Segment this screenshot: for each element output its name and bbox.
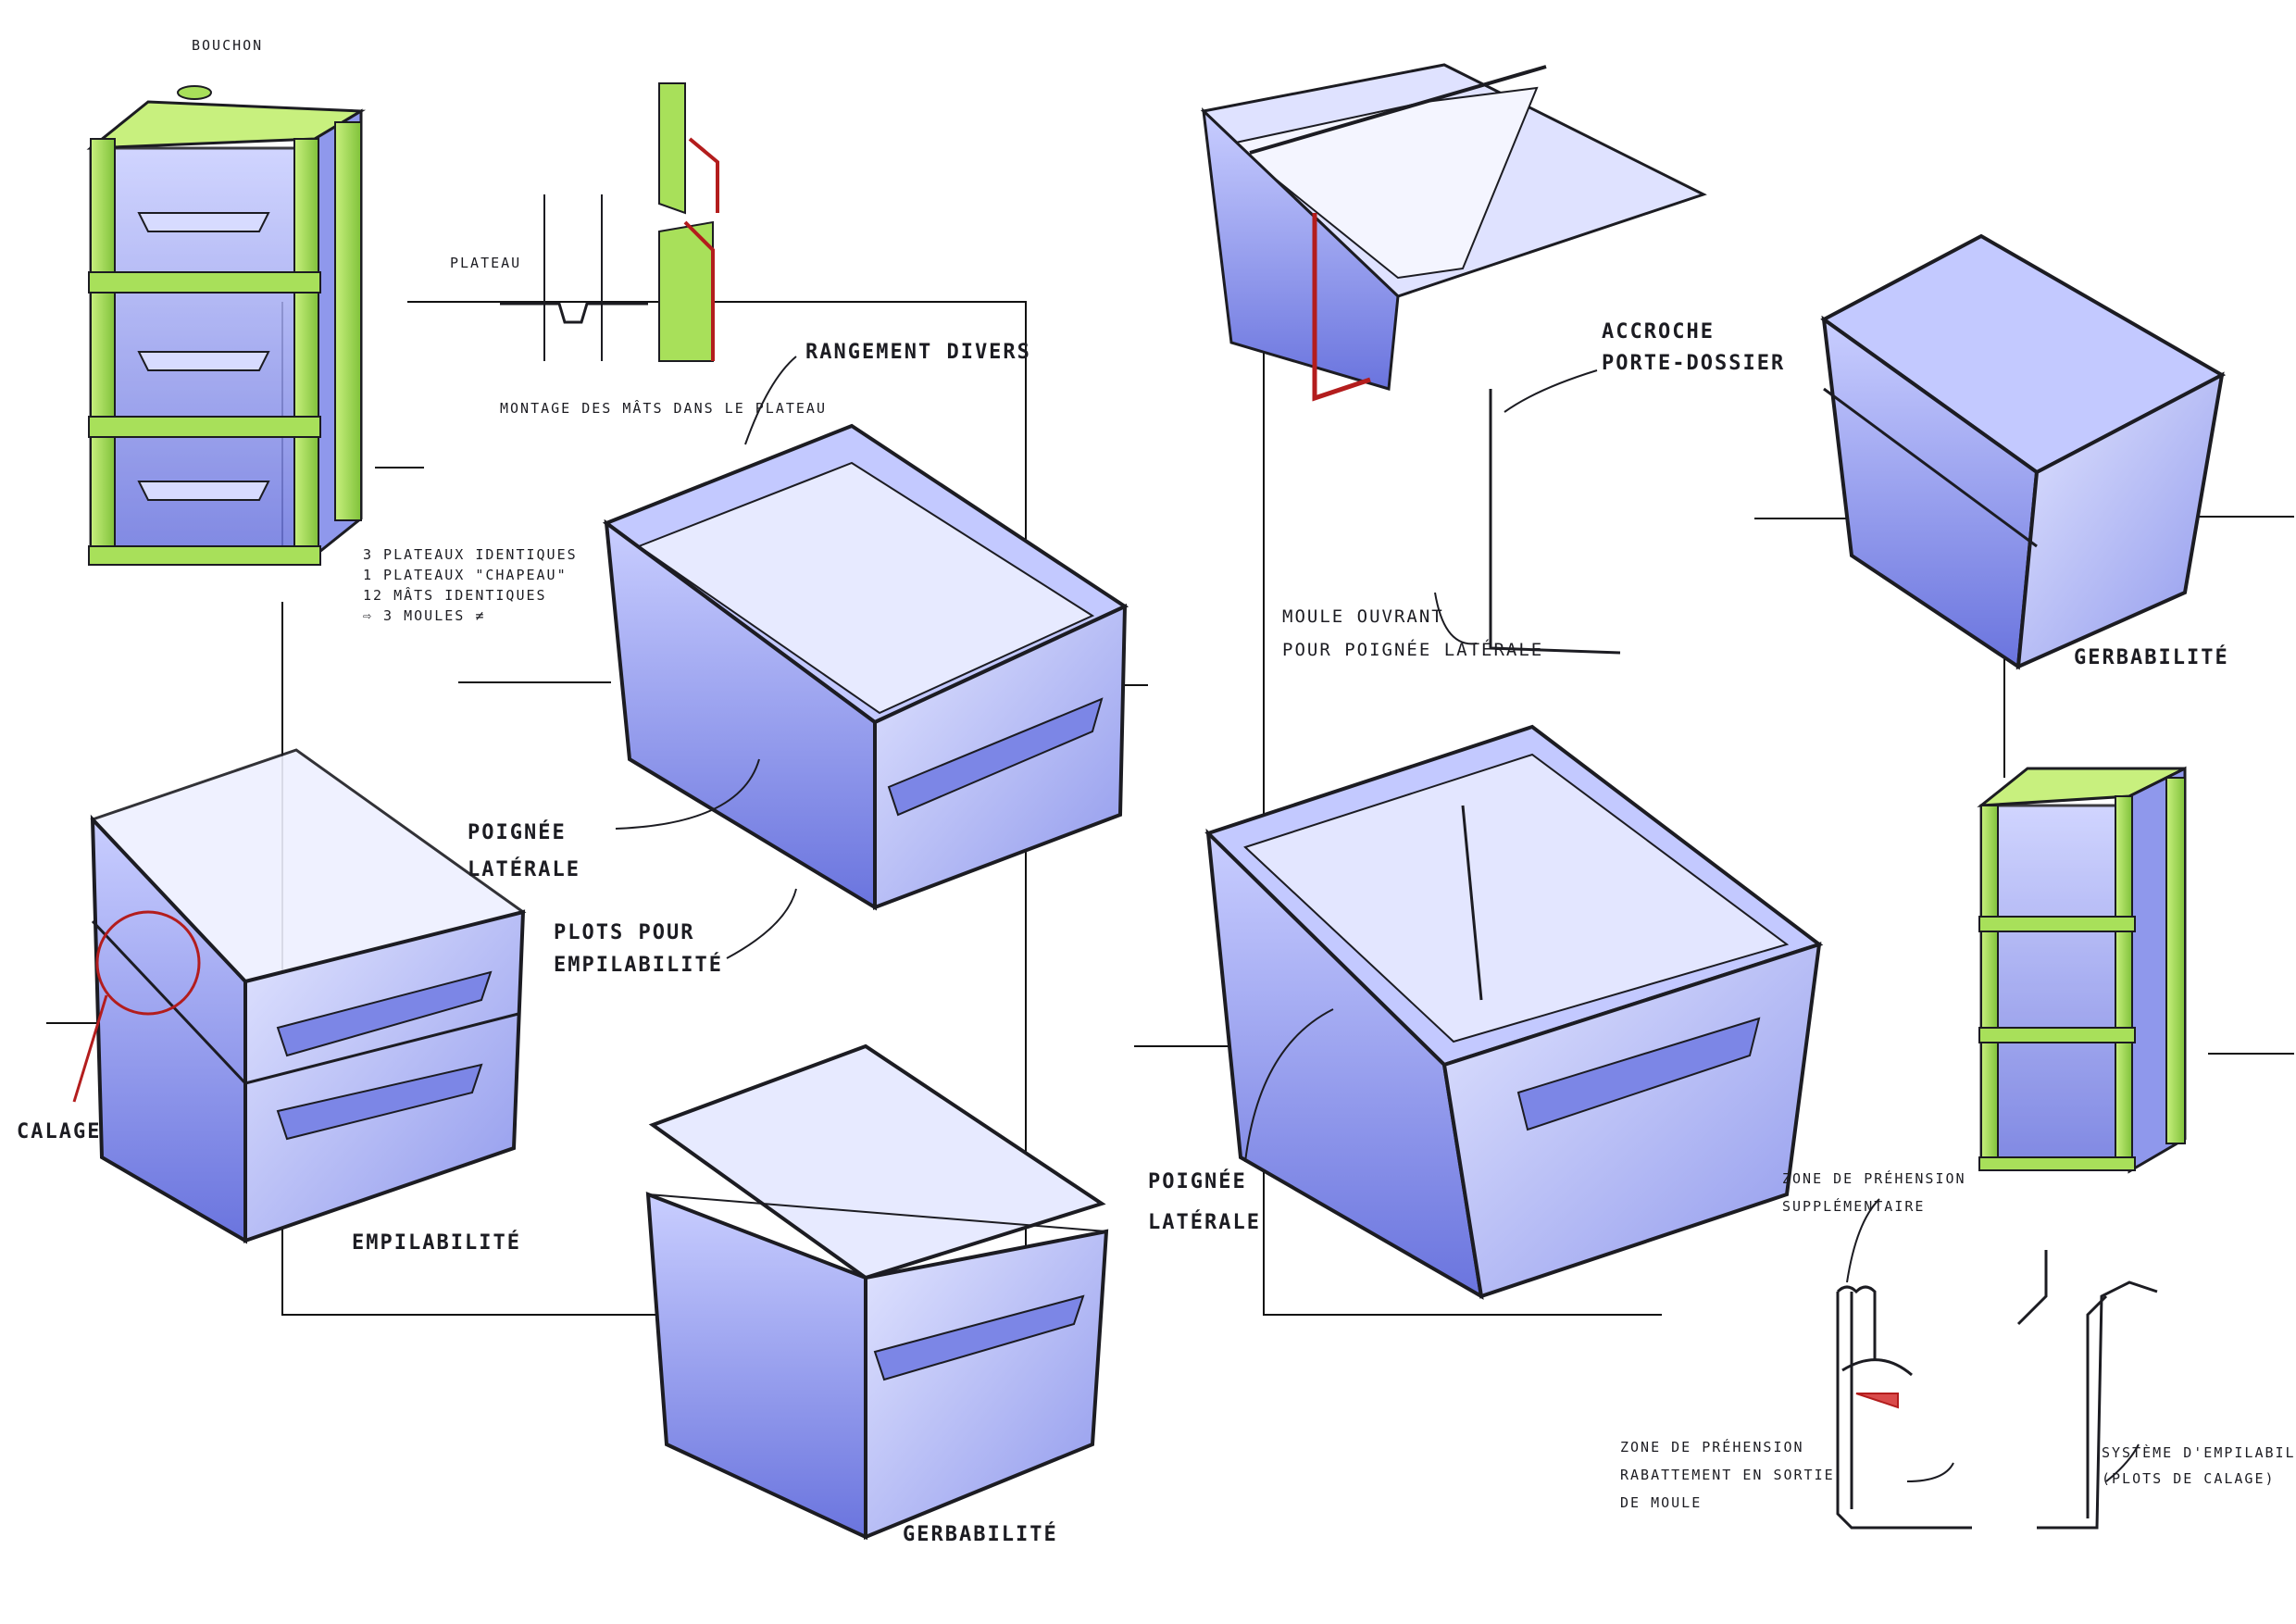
- drawer-tower-left: [86, 85, 367, 566]
- label-poignee-right: POIGNÉE LATÉRALE: [1148, 1162, 1261, 1243]
- zone-supp-line-1: ZONE DE PRÉHENSION: [1782, 1170, 1966, 1187]
- label-plateau: PLATEAU: [450, 255, 522, 271]
- poignee-right-line-2: LATÉRALE: [1148, 1211, 1261, 1234]
- accroche-line-1: ACCROCHE: [1602, 320, 1715, 344]
- profile-sections: [1836, 1250, 2158, 1530]
- systeme-line-1: SYSTÈME D'EMPILABILITÉ: [2102, 1444, 2296, 1461]
- moule-line-1: MOULE OUVRANT: [1282, 606, 1444, 627]
- zone-rab-line-3: DE MOULE: [1620, 1494, 1703, 1511]
- big-crate-right: [1204, 724, 1824, 1300]
- label-montage: MONTAGE DES MÂTS DANS LE PLATEAU: [500, 400, 827, 417]
- label-calage: CALAGE: [17, 1120, 102, 1143]
- label-empilabilite: EMPILABILITÉ: [352, 1231, 521, 1255]
- stacked-crate-bottom: [645, 1043, 1109, 1541]
- poignee-left-line-1: POIGNÉE: [468, 821, 567, 844]
- label-poignee-left: POIGNÉE LATÉRALE: [468, 815, 580, 889]
- annotation-arrows: [615, 356, 2140, 1482]
- stacked-crate-right-top: [1820, 233, 2227, 670]
- zone-rab-line-1: ZONE DE PRÉHENSION: [1620, 1439, 1804, 1455]
- mast-detail: [500, 82, 719, 362]
- label-systeme: SYSTÈME D'EMPILABILITÉ (PLOTS DE CALAGE): [2102, 1440, 2296, 1492]
- label-zone-supp: ZONE DE PRÉHENSION SUPPLÉMENTAIRE: [1782, 1165, 1966, 1220]
- spec-line-3: 12 MÂTS IDENTIQUES: [363, 587, 547, 604]
- accroche-line-2: PORTE-DOSSIER: [1602, 352, 1786, 375]
- pull-tab-marker: [1855, 1393, 1899, 1409]
- drawer-tower-right: [1977, 766, 2187, 1174]
- label-spec: 3 PLATEAUX IDENTIQUES 1 PLATEAUX "CHAPEA…: [363, 544, 578, 626]
- label-gerbabilite-bottom: GERBABILITÉ: [903, 1523, 1058, 1546]
- file-hanger-crate: [1200, 63, 1707, 655]
- poignee-left-line-2: LATÉRALE: [468, 858, 580, 881]
- spec-line-2: 1 PLATEAUX "CHAPEAU": [363, 567, 568, 583]
- stacked-crate-left: [72, 748, 527, 1244]
- label-rangement: RANGEMENT DIVERS: [805, 341, 1031, 364]
- spec-line-1: 3 PLATEAUX IDENTIQUES: [363, 546, 578, 563]
- systeme-line-2: (PLOTS DE CALAGE): [2102, 1470, 2276, 1487]
- zone-rab-line-2: RABATTEMENT EN SORTIE: [1620, 1467, 1835, 1483]
- poignee-right-line-1: POIGNÉE: [1148, 1170, 1247, 1193]
- label-plots: PLOTS POUR EMPILABILITÉ: [554, 917, 723, 981]
- zone-supp-line-2: SUPPLÉMENTAIRE: [1782, 1198, 1926, 1215]
- label-accroche: ACCROCHE PORTE-DOSSIER: [1602, 317, 1785, 380]
- label-zone-rab: ZONE DE PRÉHENSION RABATTEMENT EN SORTIE…: [1620, 1433, 1835, 1517]
- plots-line-2: EMPILABILITÉ: [554, 954, 723, 977]
- spec-line-4: ⇨ 3 MOULES ≠: [363, 607, 486, 624]
- label-gerbabilite-right: GERBABILITÉ: [2074, 646, 2229, 669]
- crate-center: [602, 423, 1129, 911]
- moule-line-2: POUR POIGNÉE LATÉRALE: [1282, 640, 1544, 660]
- label-bouchon: BOUCHON: [192, 37, 264, 54]
- plots-line-1: PLOTS POUR: [554, 921, 695, 944]
- label-moule: MOULE OUVRANT POUR POIGNÉE LATÉRALE: [1282, 600, 1543, 667]
